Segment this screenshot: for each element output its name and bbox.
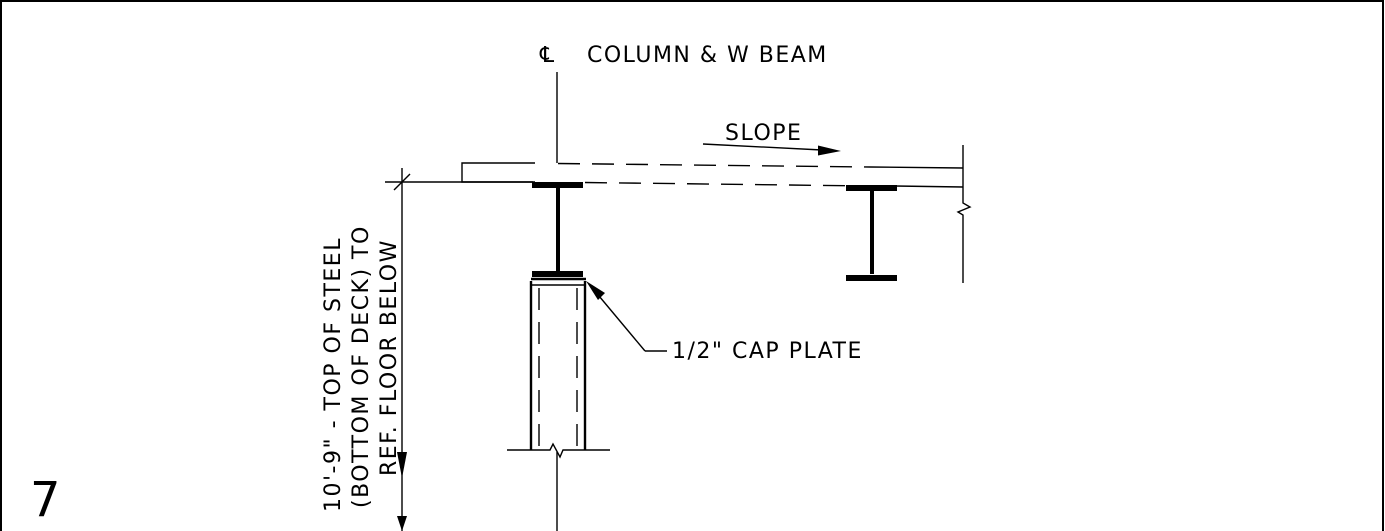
column	[507, 281, 610, 459]
centerline-symbol: ℄	[539, 43, 556, 68]
cap-plate-label: 1/2" CAP PLATE	[672, 339, 863, 364]
elevation-text-group: 10'-9" - TOP OF STEEL (BOTTOM OF DECK) T…	[321, 225, 402, 512]
deck-solid	[461, 162, 535, 183]
elevation-line-2: (BOTTOM OF DECK) TO	[349, 225, 374, 508]
elevation-arrowhead-1	[397, 452, 407, 478]
detail-number: 7	[30, 472, 61, 528]
cap-plate-leader-diagonal	[593, 289, 646, 352]
cap-plate-arrowhead	[586, 281, 605, 300]
deck-top-right	[869, 166, 964, 169]
elevation-line-3: REF. FLOOR BELOW	[377, 239, 402, 476]
deck-bottom-right	[894, 185, 964, 188]
right-wall-line	[956, 145, 972, 283]
w-beam-left	[532, 182, 583, 277]
deck-top-dashed	[557, 162, 871, 168]
centerline-label: COLUMN & W BEAM	[587, 43, 828, 68]
elevation-line-1: 10'-9" - TOP OF STEEL	[321, 237, 346, 512]
slope-label: SLOPE	[725, 121, 802, 146]
w-beam-right	[846, 185, 897, 281]
elevation-arrowhead-2	[397, 516, 407, 531]
slope-arrowhead	[818, 145, 841, 156]
slope-arrow-shaft	[702, 143, 823, 151]
deck-bottom-dashed	[584, 181, 871, 187]
